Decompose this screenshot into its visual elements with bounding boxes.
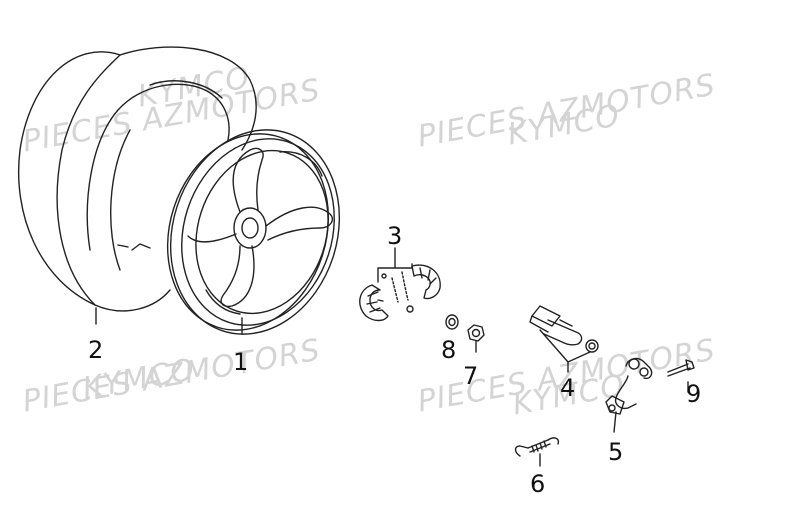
bolt-drawing (667, 359, 695, 393)
brake-shoes-leader (377, 247, 413, 283)
brake-cam-drawing (529, 305, 599, 353)
washer-drawing (445, 314, 459, 330)
callout-nut: 7 (463, 362, 479, 390)
callout-brake-shoes: 3 (387, 222, 403, 250)
brake-arm-drawing (605, 357, 653, 433)
callout-washer: 8 (441, 336, 457, 364)
spring-drawing (514, 437, 560, 467)
nut-drawing (467, 324, 485, 353)
callout-spring: 6 (530, 470, 546, 498)
callout-tire: 2 (88, 336, 104, 364)
callout-bolt: 9 (686, 380, 702, 408)
tire-drawing (17, 46, 257, 312)
callout-brake-cam: 4 (560, 374, 576, 402)
wheel-rim-drawing (166, 129, 341, 335)
brake-shoes-drawing (359, 264, 441, 322)
callout-wheel-rim: 1 (233, 348, 249, 376)
brake-cam-leader (539, 329, 591, 373)
callout-brake-arm: 5 (608, 438, 624, 466)
